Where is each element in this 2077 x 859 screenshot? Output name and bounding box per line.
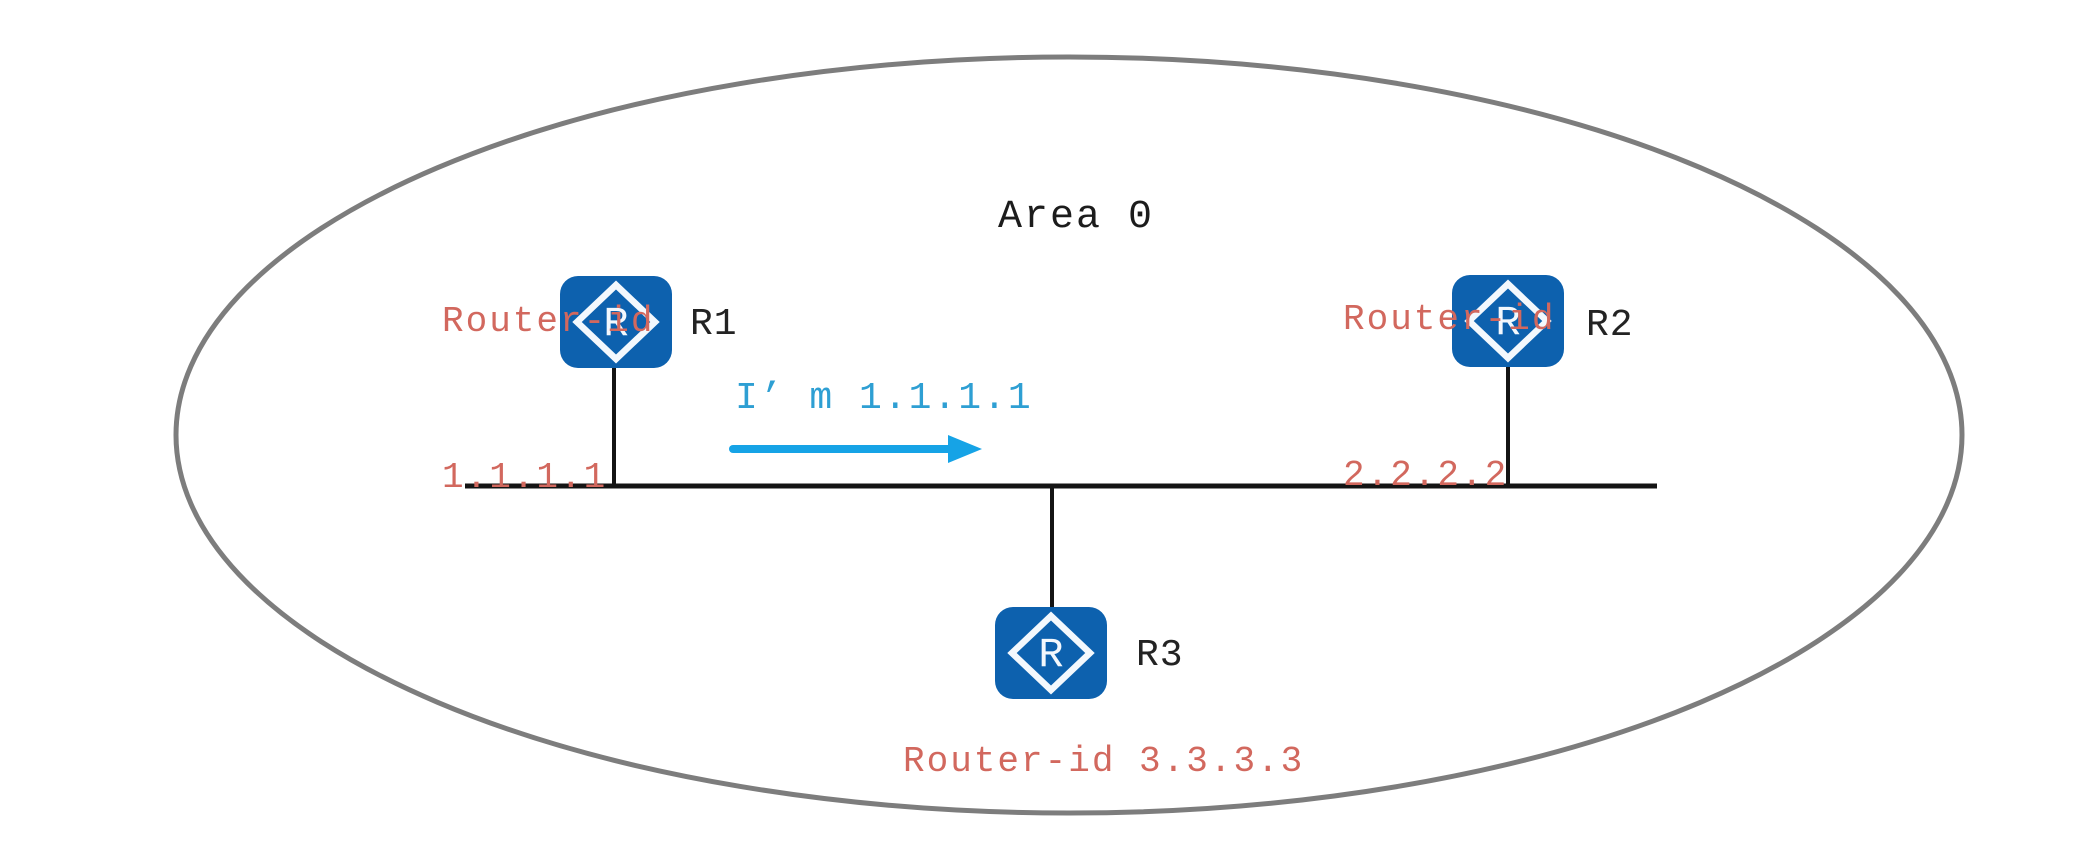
router-r-glyph: R [1495, 299, 1520, 347]
router-label-r1: R1 [690, 303, 738, 346]
router-id-label-r2: Router-id 2.2.2.2 [1343, 190, 1555, 606]
router-r-glyph: R [603, 300, 628, 348]
router-diamond-icon [572, 280, 660, 364]
router-id-line1: Router-id [442, 301, 655, 342]
router-icon-r1: R [560, 276, 672, 368]
area-label: Area 0 [998, 195, 1155, 240]
router-id-line1: Router-id [1343, 299, 1556, 340]
router-box [1452, 275, 1564, 367]
router-box [995, 607, 1107, 699]
router-id-label-r1: Router-id 1.1.1.1 [442, 192, 654, 608]
router-id-label-r3: Router-id 3.3.3.3 [903, 741, 1305, 782]
router-icon-r3: R [995, 607, 1107, 699]
router-id-line2: 1.1.1.1 [442, 457, 608, 498]
router-r-glyph: R [1038, 631, 1063, 679]
router-diamond-icon [1464, 279, 1552, 363]
router-box [560, 276, 672, 368]
router-label-r3: R3 [1136, 634, 1184, 677]
hello-arrow-icon [729, 435, 982, 463]
router-diamond-icon [1007, 611, 1095, 695]
hello-message: I’ m 1.1.1.1 [735, 377, 1033, 420]
router-label-r2: R2 [1586, 304, 1634, 347]
router-icon-r2: R [1452, 275, 1564, 367]
router-id-line2: 2.2.2.2 [1343, 455, 1509, 496]
